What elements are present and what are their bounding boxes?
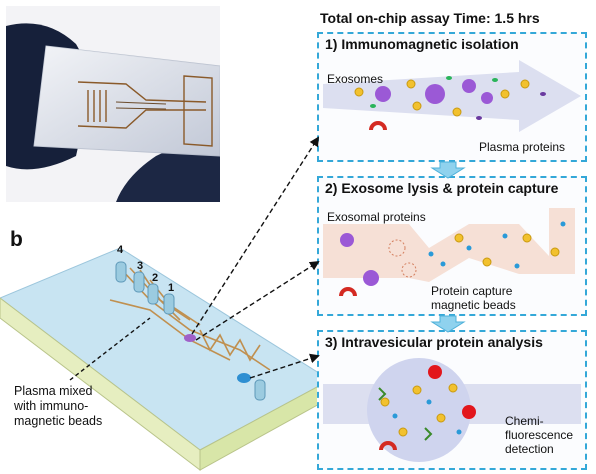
chip-annotation: Plasma mixed with immuno- magnetic beads xyxy=(14,384,103,428)
panel-b-letter: b xyxy=(10,228,23,251)
port-label-1: 1 xyxy=(168,282,175,294)
magnet-icon xyxy=(379,441,397,450)
stage-1-label-exosomes: Exosomes xyxy=(327,72,384,86)
stage-3-intravesicular-analysis: 3) Intravesicular protein analysis Chemi… xyxy=(317,330,587,470)
stage-2-label-capture-2: magnetic beads xyxy=(431,298,516,312)
page-title: Total on-chip assay Time: 1.5 hrs xyxy=(320,10,540,26)
port-label-3: 3 xyxy=(137,260,144,272)
stage-1-illustration xyxy=(323,60,581,132)
stage-2-title: 2) Exosome lysis & protein capture xyxy=(325,180,559,196)
stage-2-lysis-protein-capture: 2) Exosome lysis & protein capture Exoso… xyxy=(317,176,587,316)
stage-3-label-detection: Chemi- fluorescence detection xyxy=(505,414,574,456)
stage-1-label-plasma-proteins: Plasma proteins xyxy=(479,140,566,154)
stage-2-illustration xyxy=(323,208,575,296)
stage-2-label-exosomal-proteins: Exosomal proteins xyxy=(327,210,426,224)
port-label-4: 4 xyxy=(117,244,124,256)
chip-schematic xyxy=(0,247,330,472)
stage-1-title: 1) Immunomagnetic isolation xyxy=(325,36,519,52)
magnet-icon xyxy=(339,287,357,296)
stage-1-immunomagnetic-isolation: 1) Immunomagnetic isolation Exosomes Pla… xyxy=(317,32,587,162)
chip-photo xyxy=(6,6,220,202)
port-label-2: 2 xyxy=(152,272,159,284)
stage-2-label-capture: Protein capture xyxy=(431,284,513,298)
magnet-icon xyxy=(369,121,387,130)
stage-3-title: 3) Intravesicular protein analysis xyxy=(325,334,543,350)
stage-3-illustration xyxy=(323,358,581,462)
